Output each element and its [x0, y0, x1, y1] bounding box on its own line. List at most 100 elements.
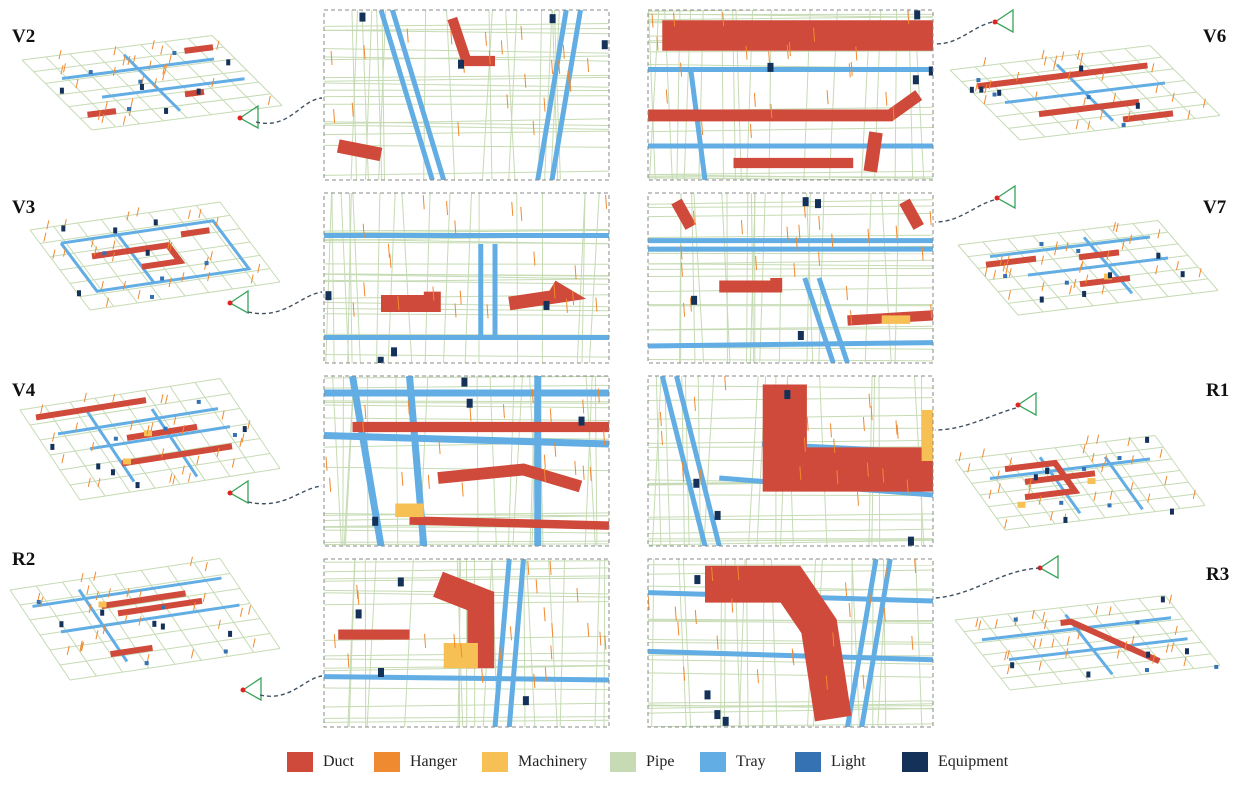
hanger [551, 623, 554, 638]
pipe-run [331, 193, 335, 363]
hanger [656, 36, 659, 51]
light-fixture [138, 79, 143, 84]
hanger [484, 31, 487, 46]
hanger [1043, 56, 1047, 66]
hanger [574, 265, 577, 280]
equipment-block [135, 482, 140, 489]
hanger [1099, 110, 1103, 120]
light-fixture [1144, 668, 1149, 673]
hanger [363, 45, 366, 60]
hanger [509, 626, 512, 641]
hanger [453, 634, 456, 649]
legend-swatch-machinery [482, 752, 508, 772]
hanger [81, 641, 85, 652]
equipment-block [164, 107, 169, 114]
legend-label-hanger: Hanger [410, 753, 458, 770]
hanger [363, 282, 366, 297]
camera-position-icon [237, 115, 243, 121]
legend-item-tray: Tray [700, 751, 766, 773]
equipment-block [196, 88, 201, 95]
hanger [770, 103, 773, 118]
tray-run [802, 277, 836, 363]
hanger [79, 640, 83, 650]
pipe-run [1019, 115, 1221, 141]
hanger [988, 80, 992, 90]
light-fixture [976, 78, 981, 83]
hanger [911, 635, 914, 650]
hanger [996, 470, 1000, 480]
scene-r2 [9, 556, 281, 702]
pipe-run [664, 376, 671, 546]
pipe-run [1009, 665, 1221, 691]
equipment-block [1156, 252, 1161, 259]
duct-run [985, 255, 1037, 268]
legend-item-light: Light [795, 751, 866, 773]
pipe-run [89, 281, 281, 311]
hanger [397, 295, 400, 310]
hanger [603, 430, 606, 446]
light-fixture [160, 276, 165, 281]
hanger [565, 298, 568, 313]
hanger [551, 59, 554, 74]
hanger [167, 239, 171, 249]
hanger [850, 61, 853, 77]
pipe-run [324, 238, 609, 245]
equipment-block [50, 443, 55, 450]
pipe-run [538, 10, 543, 180]
scenes-layer [9, 8, 1221, 702]
pipe-run [648, 16, 933, 21]
hanger [86, 585, 90, 595]
pipe-run [703, 376, 715, 546]
equipment-block [979, 86, 984, 93]
hanger [450, 30, 453, 45]
tray-run [378, 10, 435, 180]
hanger [204, 561, 208, 572]
light-fixture [127, 107, 132, 112]
hanger [1051, 638, 1055, 648]
pipe-run [648, 174, 933, 179]
hanger [550, 645, 553, 660]
hanger [983, 94, 987, 105]
hanger [1034, 91, 1038, 101]
hanger [558, 60, 561, 75]
pipe-run [332, 376, 342, 546]
hanger [1159, 448, 1163, 459]
tray-run [1082, 236, 1134, 295]
machinery-block [1087, 478, 1096, 485]
hanger [892, 105, 895, 121]
pipe-run [91, 105, 283, 131]
hanger [599, 631, 602, 646]
hanger [75, 422, 78, 432]
tray-run [674, 376, 722, 546]
pipe-run [29, 588, 241, 621]
light-fixture [204, 261, 209, 266]
tray-run [989, 457, 1151, 481]
hanger [907, 10, 910, 25]
hanger [95, 630, 99, 640]
tray-run [150, 408, 199, 478]
hanger [80, 572, 84, 583]
pipe-run [851, 559, 860, 727]
light-fixture [102, 251, 107, 256]
hanger [1080, 52, 1084, 62]
hanger [401, 471, 404, 486]
hanger [833, 438, 836, 453]
pipe-run [324, 95, 609, 98]
legend-label-light: Light [831, 753, 866, 770]
hanger [127, 55, 131, 66]
zoom-panel-border [647, 192, 934, 364]
light-fixture [232, 432, 237, 437]
hanger [364, 404, 367, 419]
pipe-run [648, 287, 933, 293]
hanger [1108, 606, 1112, 616]
legend-label-duct: Duct [323, 753, 355, 770]
pipe-run [69, 453, 271, 486]
hanger [1129, 234, 1133, 244]
camera-position-icon [240, 687, 246, 693]
duct-run [184, 44, 214, 54]
hanger [190, 649, 194, 659]
hanger [102, 624, 106, 635]
hanger [488, 50, 491, 65]
hanger [786, 44, 789, 59]
